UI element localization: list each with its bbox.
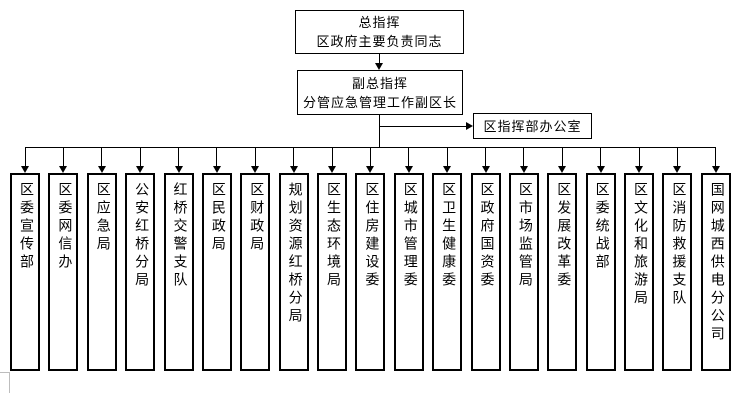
dept-box: 区城市管理委	[393, 173, 424, 371]
dept-label: 区文化和旅游局	[632, 182, 647, 308]
arrow-down-icon	[289, 147, 298, 173]
deputy-title: 副总指挥	[351, 75, 408, 91]
commander-box: 总指挥 区政府主要负责同志	[295, 10, 464, 54]
arrow-right-icon	[466, 122, 473, 130]
connector-deputy-distribution	[379, 115, 380, 148]
dept-column: 区生态环境局	[317, 147, 347, 371]
dept-box: 公安红桥分局	[125, 173, 156, 371]
arrow-down-icon	[673, 147, 682, 173]
dept-column: 区城市管理委	[393, 147, 424, 371]
dept-box: 区委网信办	[48, 173, 79, 371]
dept-column: 区发展改革委	[547, 147, 578, 371]
dept-box: 区发展改革委	[547, 173, 578, 371]
dept-box: 区委统战部	[585, 173, 616, 371]
arrow-down-icon	[375, 63, 383, 70]
dept-label: 区住房建设委	[363, 182, 379, 290]
arrow-down-icon	[328, 147, 336, 173]
dept-label: 区市场监管局	[516, 182, 532, 290]
connector-commander-deputy	[379, 54, 380, 64]
deputy-commander-box: 副总指挥 分管应急管理工作副区长	[297, 70, 463, 115]
arrow-down-icon	[443, 147, 452, 173]
dept-column: 区消防救援支队	[662, 147, 693, 371]
arrow-down-icon	[596, 147, 605, 173]
commander-subtitle: 区政府主要负责同志	[316, 34, 443, 49]
dept-box: 区卫生健康委	[432, 173, 463, 371]
dept-label: 规划资源红桥分局	[286, 182, 302, 326]
dept-column: 区民政局	[201, 147, 232, 371]
dept-column: 规划资源红桥分局	[278, 147, 309, 371]
arrow-down-icon	[174, 147, 183, 173]
arrow-down-icon	[366, 147, 375, 173]
dept-box: 区市场监管局	[508, 173, 539, 371]
dept-label: 国网城西供电分公司	[708, 182, 724, 344]
dept-box: 区文化和旅游局	[624, 173, 654, 371]
dept-label: 区消防救援支队	[670, 182, 686, 308]
dept-label: 区委统战部	[593, 182, 609, 272]
department-row: 区委宣传部 区委网信办 区应急局 公安红桥分局 红桥交警支队	[10, 147, 731, 371]
dept-column: 区卫生健康委	[432, 147, 463, 371]
arrow-down-icon	[21, 147, 29, 173]
dept-column: 区应急局	[86, 147, 117, 371]
arrow-down-icon	[136, 147, 145, 173]
arrow-down-icon	[519, 147, 528, 173]
arrow-down-icon	[59, 147, 68, 173]
dept-column: 区委网信办	[48, 147, 79, 371]
arrow-down-icon	[251, 147, 260, 173]
dept-box: 规划资源红桥分局	[278, 173, 309, 371]
dept-column: 红桥交警支队	[163, 147, 194, 371]
dept-label: 区委网信办	[56, 182, 72, 272]
dept-column: 区住房建设委	[355, 147, 386, 371]
dept-box: 国网城西供电分公司	[700, 173, 731, 371]
dept-label: 红桥交警支队	[171, 182, 187, 290]
dept-label: 区应急局	[94, 182, 110, 254]
dept-label: 区委宣传部	[18, 182, 33, 272]
arrow-down-icon	[711, 147, 720, 173]
dept-label: 区财政局	[248, 182, 264, 254]
dept-box: 区住房建设委	[355, 173, 386, 371]
dept-box: 区消防救援支队	[662, 173, 693, 371]
dept-box: 区应急局	[86, 173, 117, 371]
deputy-subtitle: 分管应急管理工作副区长	[302, 94, 457, 110]
dept-label: 区城市管理委	[401, 182, 417, 290]
dept-label: 区生态环境局	[325, 182, 340, 290]
dept-box: 区委宣传部	[10, 173, 40, 371]
arrow-down-icon	[404, 147, 413, 173]
arrow-down-icon	[212, 147, 221, 173]
dept-box: 区生态环境局	[317, 173, 347, 371]
dept-box: 区政府国资委	[470, 173, 501, 371]
dept-column: 区政府国资委	[470, 147, 501, 371]
page-corner-mark	[9, 372, 10, 393]
dept-label: 区政府国资委	[478, 182, 494, 290]
dept-label: 区发展改革委	[555, 182, 571, 290]
arrow-down-icon	[481, 147, 490, 173]
arrow-down-icon	[635, 147, 643, 173]
dept-box: 红桥交警支队	[163, 173, 194, 371]
office-box: 区指挥部办公室	[473, 113, 592, 139]
dept-label: 区民政局	[209, 182, 225, 254]
page-corner-mark	[0, 372, 10, 373]
dept-column: 公安红桥分局	[125, 147, 156, 371]
dept-label: 区卫生健康委	[440, 182, 456, 290]
dept-column: 国网城西供电分公司	[700, 147, 731, 371]
dept-column: 区委统战部	[585, 147, 616, 371]
dept-column: 区市场监管局	[508, 147, 539, 371]
connector-deputy-office	[379, 126, 466, 127]
dept-column: 区文化和旅游局	[624, 147, 654, 371]
dept-column: 区委宣传部	[10, 147, 40, 371]
arrow-down-icon	[97, 147, 106, 173]
commander-title: 总指挥	[358, 15, 401, 30]
dept-box: 区财政局	[240, 173, 271, 371]
dept-label: 公安红桥分局	[133, 182, 149, 290]
dept-box: 区民政局	[201, 173, 232, 371]
office-label: 区指挥部办公室	[483, 118, 582, 134]
dept-column: 区财政局	[240, 147, 271, 371]
arrow-down-icon	[558, 147, 567, 173]
